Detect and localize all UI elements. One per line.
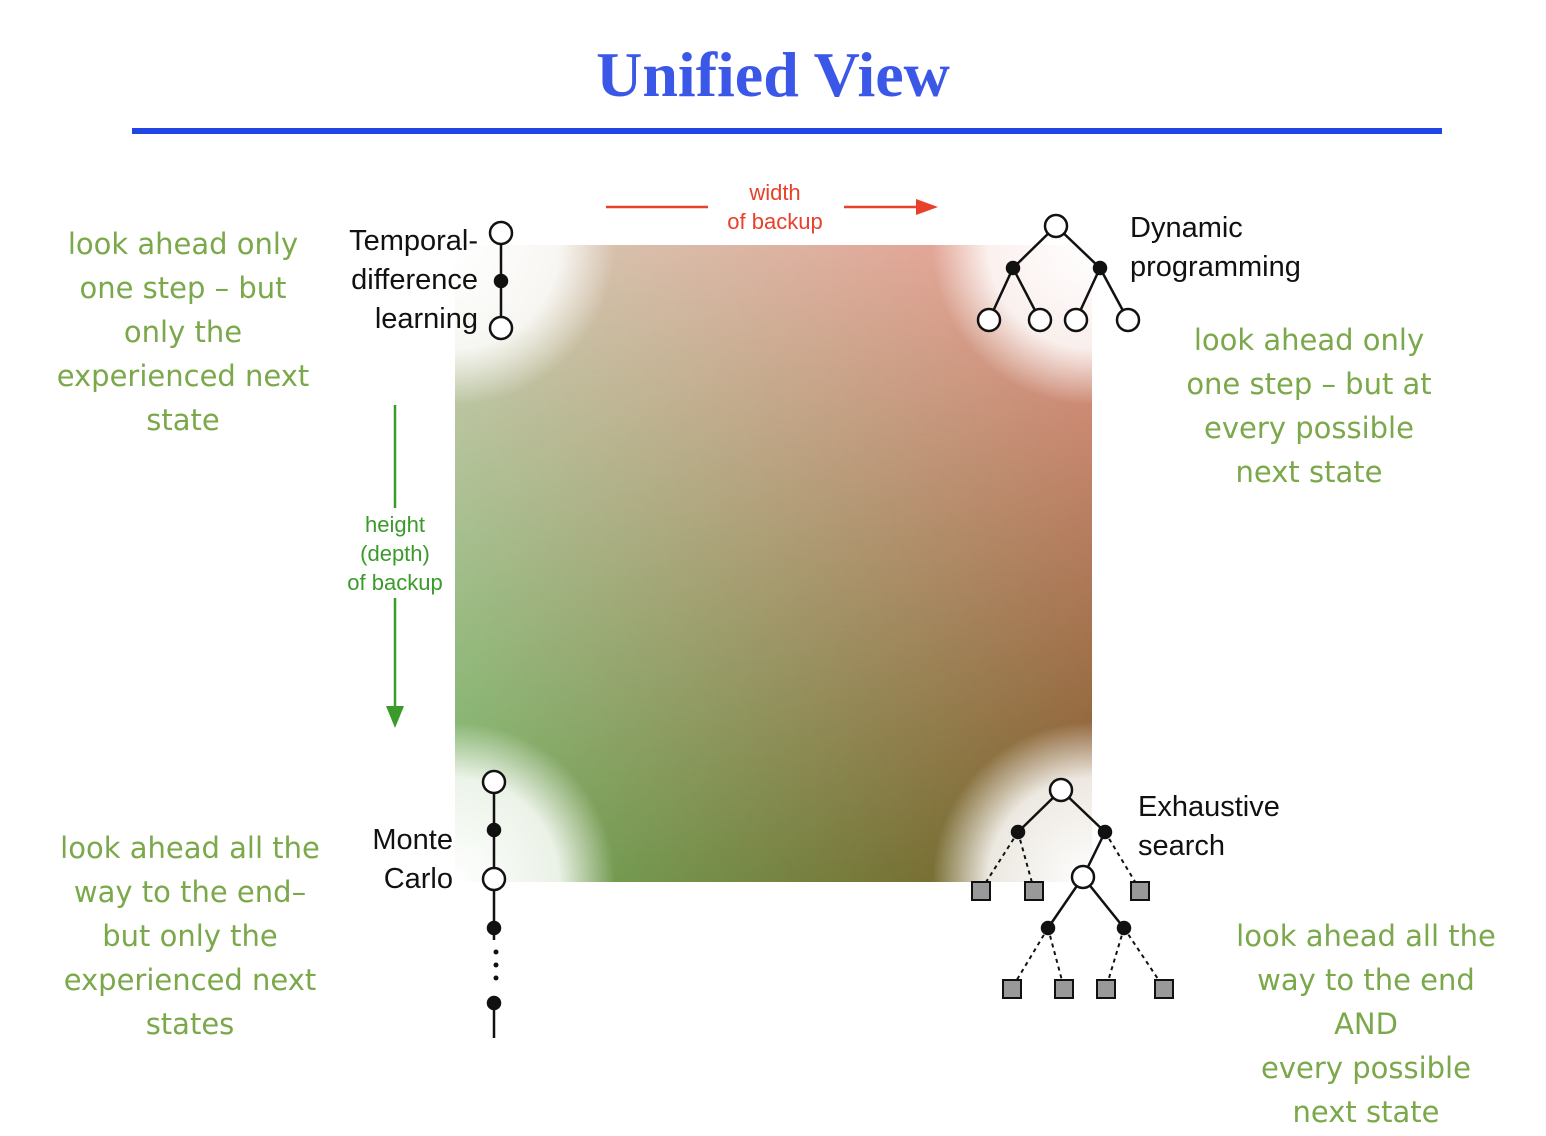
page-title: Unified View	[596, 39, 950, 110]
width-arrow	[606, 199, 938, 215]
height-of-backup-label: height (depth) of backup	[347, 512, 443, 595]
mc-note: look ahead all the way to the end– but o…	[60, 831, 320, 1041]
width-of-backup-label: width of backup	[727, 180, 823, 234]
td-backup-diagram	[488, 220, 514, 341]
es-label: Exhaustive search	[1138, 791, 1280, 862]
backup-space-square	[455, 245, 1092, 882]
height-arrow	[386, 405, 404, 728]
dp-note: look ahead only one step – but at every …	[1186, 323, 1432, 489]
dp-backup-diagram	[976, 213, 1141, 333]
dp-label: Dynamic programming	[1130, 212, 1301, 283]
es-backup-diagram	[971, 777, 1174, 999]
mc-backup-diagram	[481, 769, 507, 1038]
mc-label: Monte Carlo	[372, 824, 453, 895]
td-label: Temporal- difference learning	[349, 225, 478, 335]
title-underline	[132, 128, 1442, 134]
es-note: look ahead all the way to the end AND ev…	[1236, 919, 1496, 1129]
td-note: look ahead only one step – but only the …	[56, 227, 310, 437]
